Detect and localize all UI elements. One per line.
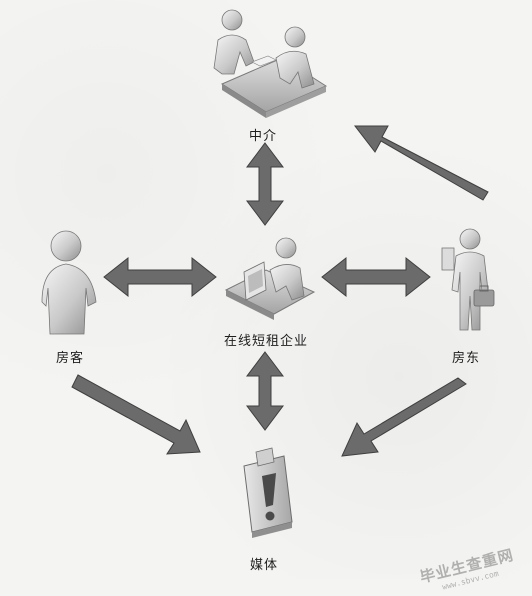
platform-label: 在线短租企业 bbox=[223, 334, 309, 349]
arrow-intermediary-platform bbox=[246, 142, 284, 226]
media-clipboard-alert-icon bbox=[243, 447, 293, 538]
relationship-diagram bbox=[41, 9, 495, 538]
arrow-platform-media bbox=[246, 351, 284, 431]
intermediary-label: 中介 bbox=[248, 129, 278, 144]
arrow-guest-platform bbox=[103, 256, 217, 298]
arrow-guest-to-media bbox=[71, 374, 201, 455]
arrow-host-platform bbox=[321, 256, 431, 298]
arrow-host-to-media bbox=[341, 377, 467, 457]
host-label: 房东 bbox=[451, 351, 481, 366]
host-businessman-icon bbox=[441, 228, 495, 331]
guest-person-icon bbox=[41, 230, 97, 335]
media-label: 媒体 bbox=[249, 558, 279, 573]
guest-label: 房客 bbox=[55, 351, 85, 366]
arrow-host-to-intermediary bbox=[353, 125, 489, 201]
intermediary-meeting-icon bbox=[213, 9, 328, 118]
platform-computer-operator-icon bbox=[224, 237, 316, 320]
